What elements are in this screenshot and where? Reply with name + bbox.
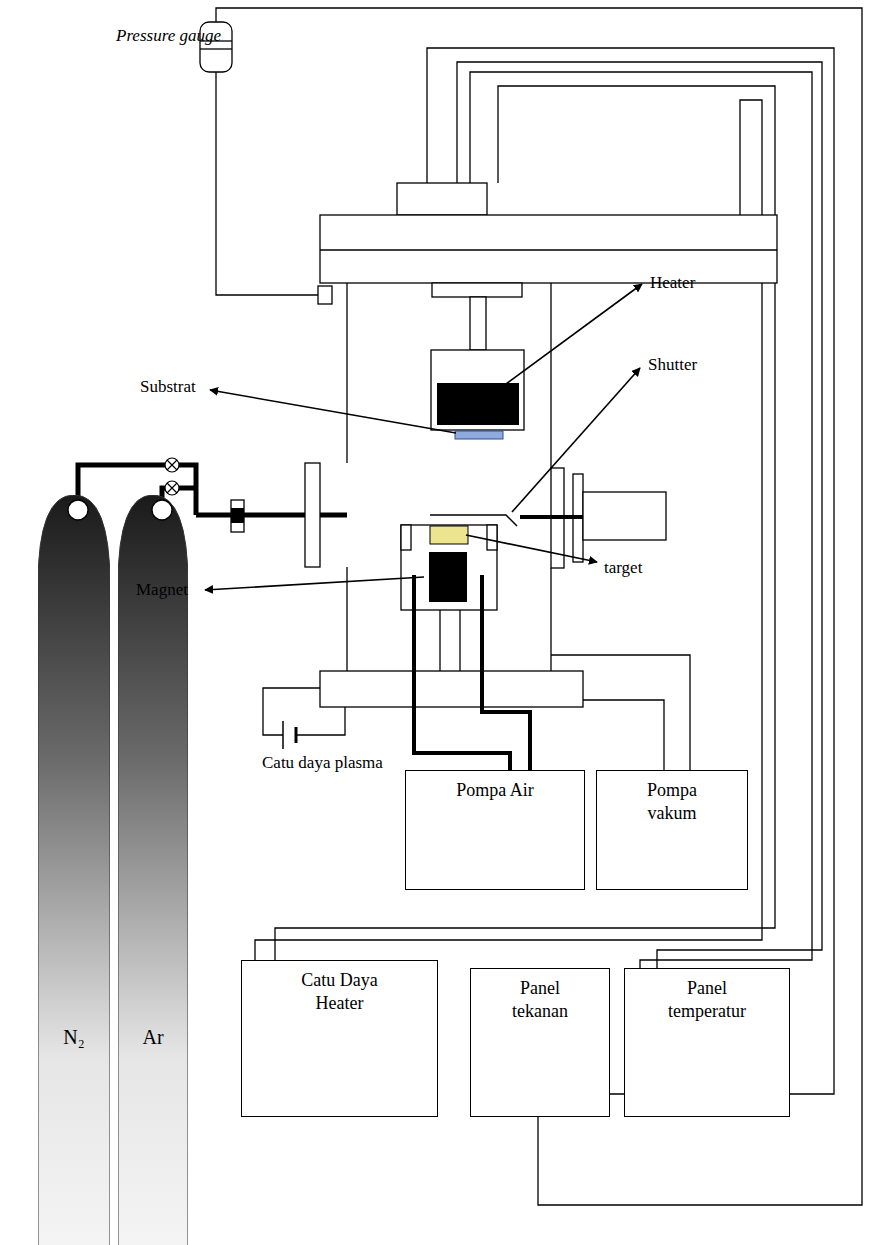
battery-symbol xyxy=(295,727,298,743)
water-pipe xyxy=(414,575,510,770)
water-pipe xyxy=(414,575,530,770)
wire xyxy=(216,8,862,1205)
gas-pipe xyxy=(162,488,196,500)
chamber xyxy=(470,297,486,350)
pipe-fitting xyxy=(231,500,244,532)
chamber xyxy=(346,283,347,463)
magnetron xyxy=(487,525,497,550)
leader-arrow xyxy=(210,390,456,433)
magnetron xyxy=(401,525,411,550)
pressure-gauge-symbol xyxy=(200,48,232,49)
part-label: Pressure gauge xyxy=(116,26,221,46)
cylinder-body xyxy=(118,495,188,1245)
part-label: Substrat xyxy=(140,377,196,397)
chamber xyxy=(305,183,777,707)
leader-arrow xyxy=(466,535,597,562)
leader-arrow xyxy=(512,368,640,512)
gas-valve xyxy=(167,483,177,493)
gas-pipe xyxy=(196,513,305,518)
cylinder-valve xyxy=(152,500,172,520)
substrate xyxy=(455,431,503,439)
chamber xyxy=(432,283,522,297)
chamber xyxy=(320,249,777,250)
pump-box: Pompa Air xyxy=(405,770,585,890)
chamber xyxy=(583,492,666,540)
battery-symbol xyxy=(283,721,296,749)
gas-valve xyxy=(165,458,179,472)
power-supply-box: Catu Daya Heater xyxy=(241,960,438,1117)
box-label: Pompa Air xyxy=(450,779,540,802)
box-label: Catu Daya Heater xyxy=(285,969,395,1014)
leader-arrow xyxy=(205,577,424,590)
panel-box: Panel temperatur xyxy=(624,968,790,1117)
gas-pipe xyxy=(320,513,347,518)
shutter xyxy=(430,515,583,526)
chamber xyxy=(346,567,347,671)
magnetron xyxy=(430,526,468,544)
gas-valve xyxy=(165,458,179,495)
chamber xyxy=(318,286,332,304)
shutter xyxy=(430,515,517,526)
part-label: target xyxy=(604,558,642,578)
pipe-fitting xyxy=(231,508,244,523)
cylinder-valve xyxy=(68,500,88,520)
part-label: Shutter xyxy=(648,355,697,375)
battery-symbol xyxy=(282,721,284,749)
pipe-fitting xyxy=(231,500,244,532)
wire xyxy=(216,72,318,295)
wire xyxy=(583,700,664,770)
chamber xyxy=(550,568,551,671)
chamber xyxy=(439,610,440,671)
cylinder-outline xyxy=(38,495,110,1245)
gas-cylinder: Ar xyxy=(118,495,188,1245)
wire xyxy=(263,688,320,735)
gas-valve xyxy=(165,481,179,495)
box-label: Panel temperatur xyxy=(652,977,762,1022)
chamber xyxy=(320,215,777,283)
gas-cylinder: N₂ xyxy=(38,495,110,1245)
gas-valve xyxy=(167,460,177,470)
heater-block xyxy=(431,350,524,430)
heater-block xyxy=(431,350,524,430)
box-label: Pompa vakum xyxy=(627,779,717,824)
cylinder-valve xyxy=(68,500,172,520)
chamber xyxy=(550,283,551,468)
magnetron xyxy=(429,552,467,602)
heater-block xyxy=(437,383,519,425)
box-label: Panel tekanan xyxy=(500,977,580,1022)
part-label: Catu daya plasma xyxy=(262,753,383,773)
wire xyxy=(216,8,862,1205)
part-label: Magnet xyxy=(136,580,188,600)
chamber xyxy=(397,183,487,215)
shutter xyxy=(520,515,583,519)
panel-box: Panel tekanan xyxy=(470,968,610,1117)
chamber xyxy=(459,610,460,671)
gas-name: N₂ xyxy=(38,1025,110,1050)
gas-name: Ar xyxy=(118,1025,188,1050)
leader-arrow xyxy=(480,284,642,403)
gas-pipe xyxy=(78,465,347,515)
leader-arrow xyxy=(205,284,642,590)
chamber xyxy=(305,463,320,567)
cylinder-body xyxy=(38,495,110,1245)
wire xyxy=(296,706,345,735)
pump-box: Pompa vakum xyxy=(596,770,748,890)
water-pipe xyxy=(482,575,530,770)
chamber xyxy=(320,671,583,707)
part-label: Heater xyxy=(650,273,695,293)
cylinder-outline xyxy=(118,495,188,1245)
